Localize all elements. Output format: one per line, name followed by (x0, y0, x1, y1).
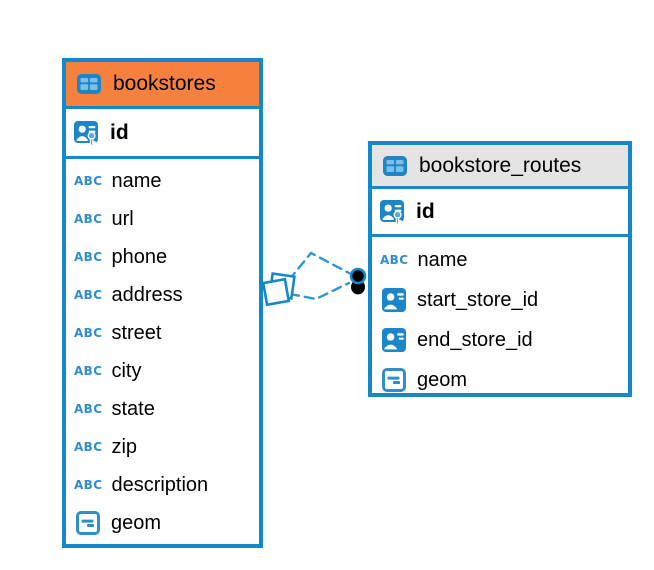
column-row-start-store-id[interactable]: start_store_id (372, 280, 628, 320)
column-label: street (111, 321, 162, 344)
entity-bookstore-routes[interactable]: bookstore_routes id ABC name start_store… (368, 141, 632, 397)
entity-bookstore-routes-title: bookstore_routes (419, 153, 582, 177)
column-label: state (111, 397, 155, 420)
text-type-icon: ABC (74, 287, 103, 303)
foreign-key-icon (380, 288, 408, 312)
column-label: end_store_id (417, 328, 533, 351)
column-row-phone[interactable]: ABC phone (66, 238, 259, 276)
column-row-description[interactable]: ABC description (66, 466, 259, 504)
column-label: geom (111, 511, 162, 534)
column-label: name (417, 248, 468, 271)
column-label: name (111, 169, 162, 192)
bookstores-pk-row[interactable]: id (66, 109, 259, 159)
column-row-url[interactable]: ABC url (66, 200, 259, 238)
text-type-icon: ABC (74, 173, 103, 189)
text-type-icon: ABC (74, 401, 103, 417)
text-type-icon: ABC (74, 477, 103, 493)
primary-key-icon (73, 119, 101, 146)
relationship-target-anchor[interactable] (349, 267, 367, 295)
column-row-street[interactable]: ABC street (66, 314, 259, 352)
column-row-name[interactable]: ABC name (372, 240, 628, 280)
column-row-geom[interactable]: geom (66, 504, 259, 542)
entity-bookstores-header[interactable]: bookstores (66, 62, 259, 109)
column-label: url (111, 207, 134, 230)
entity-bookstore-routes-header[interactable]: bookstore_routes (372, 145, 628, 189)
column-label: geom (417, 368, 468, 391)
routes-pk-label: id (416, 199, 435, 223)
column-label: zip (111, 435, 138, 458)
text-type-icon: ABC (74, 249, 103, 265)
column-label: start_store_id (417, 288, 539, 311)
column-row-geom[interactable]: geom (372, 360, 628, 400)
text-type-icon: ABC (380, 252, 409, 268)
geometry-type-icon (380, 368, 408, 392)
table-icon (75, 74, 103, 94)
text-type-icon: ABC (74, 211, 103, 227)
column-label: description (111, 473, 209, 496)
column-row-address[interactable]: ABC address (66, 276, 259, 314)
foreign-key-icon (380, 328, 408, 352)
text-type-icon: ABC (74, 439, 103, 455)
entity-bookstores[interactable]: bookstores id ABC name ABC url ABC phone… (62, 58, 263, 548)
routes-pk-row[interactable]: id (372, 189, 628, 237)
primary-key-icon (379, 198, 407, 225)
column-label: phone (111, 245, 168, 268)
geometry-type-icon (74, 511, 102, 535)
relationship-source-anchor[interactable] (261, 272, 296, 307)
relationship-line-1 (287, 251, 351, 282)
routes-columns: ABC name start_store_id end_store_id ge (372, 237, 628, 400)
table-icon (381, 155, 409, 176)
column-row-name[interactable]: ABC name (66, 162, 259, 200)
bookstores-pk-label: id (110, 120, 129, 144)
text-type-icon: ABC (74, 363, 103, 379)
column-row-zip[interactable]: ABC zip (66, 428, 259, 466)
column-label: address (111, 283, 183, 306)
bookstores-columns: ABC name ABC url ABC phone ABC address A… (66, 159, 259, 542)
column-row-city[interactable]: ABC city (66, 352, 259, 390)
relationship-link-lines[interactable] (287, 251, 351, 301)
column-row-state[interactable]: ABC state (66, 390, 259, 428)
column-label: city (111, 359, 142, 382)
text-type-icon: ABC (74, 325, 103, 341)
entity-bookstores-title: bookstores (113, 72, 216, 95)
relationship-line-2 (288, 281, 351, 301)
column-row-end-store-id[interactable]: end_store_id (372, 320, 628, 360)
